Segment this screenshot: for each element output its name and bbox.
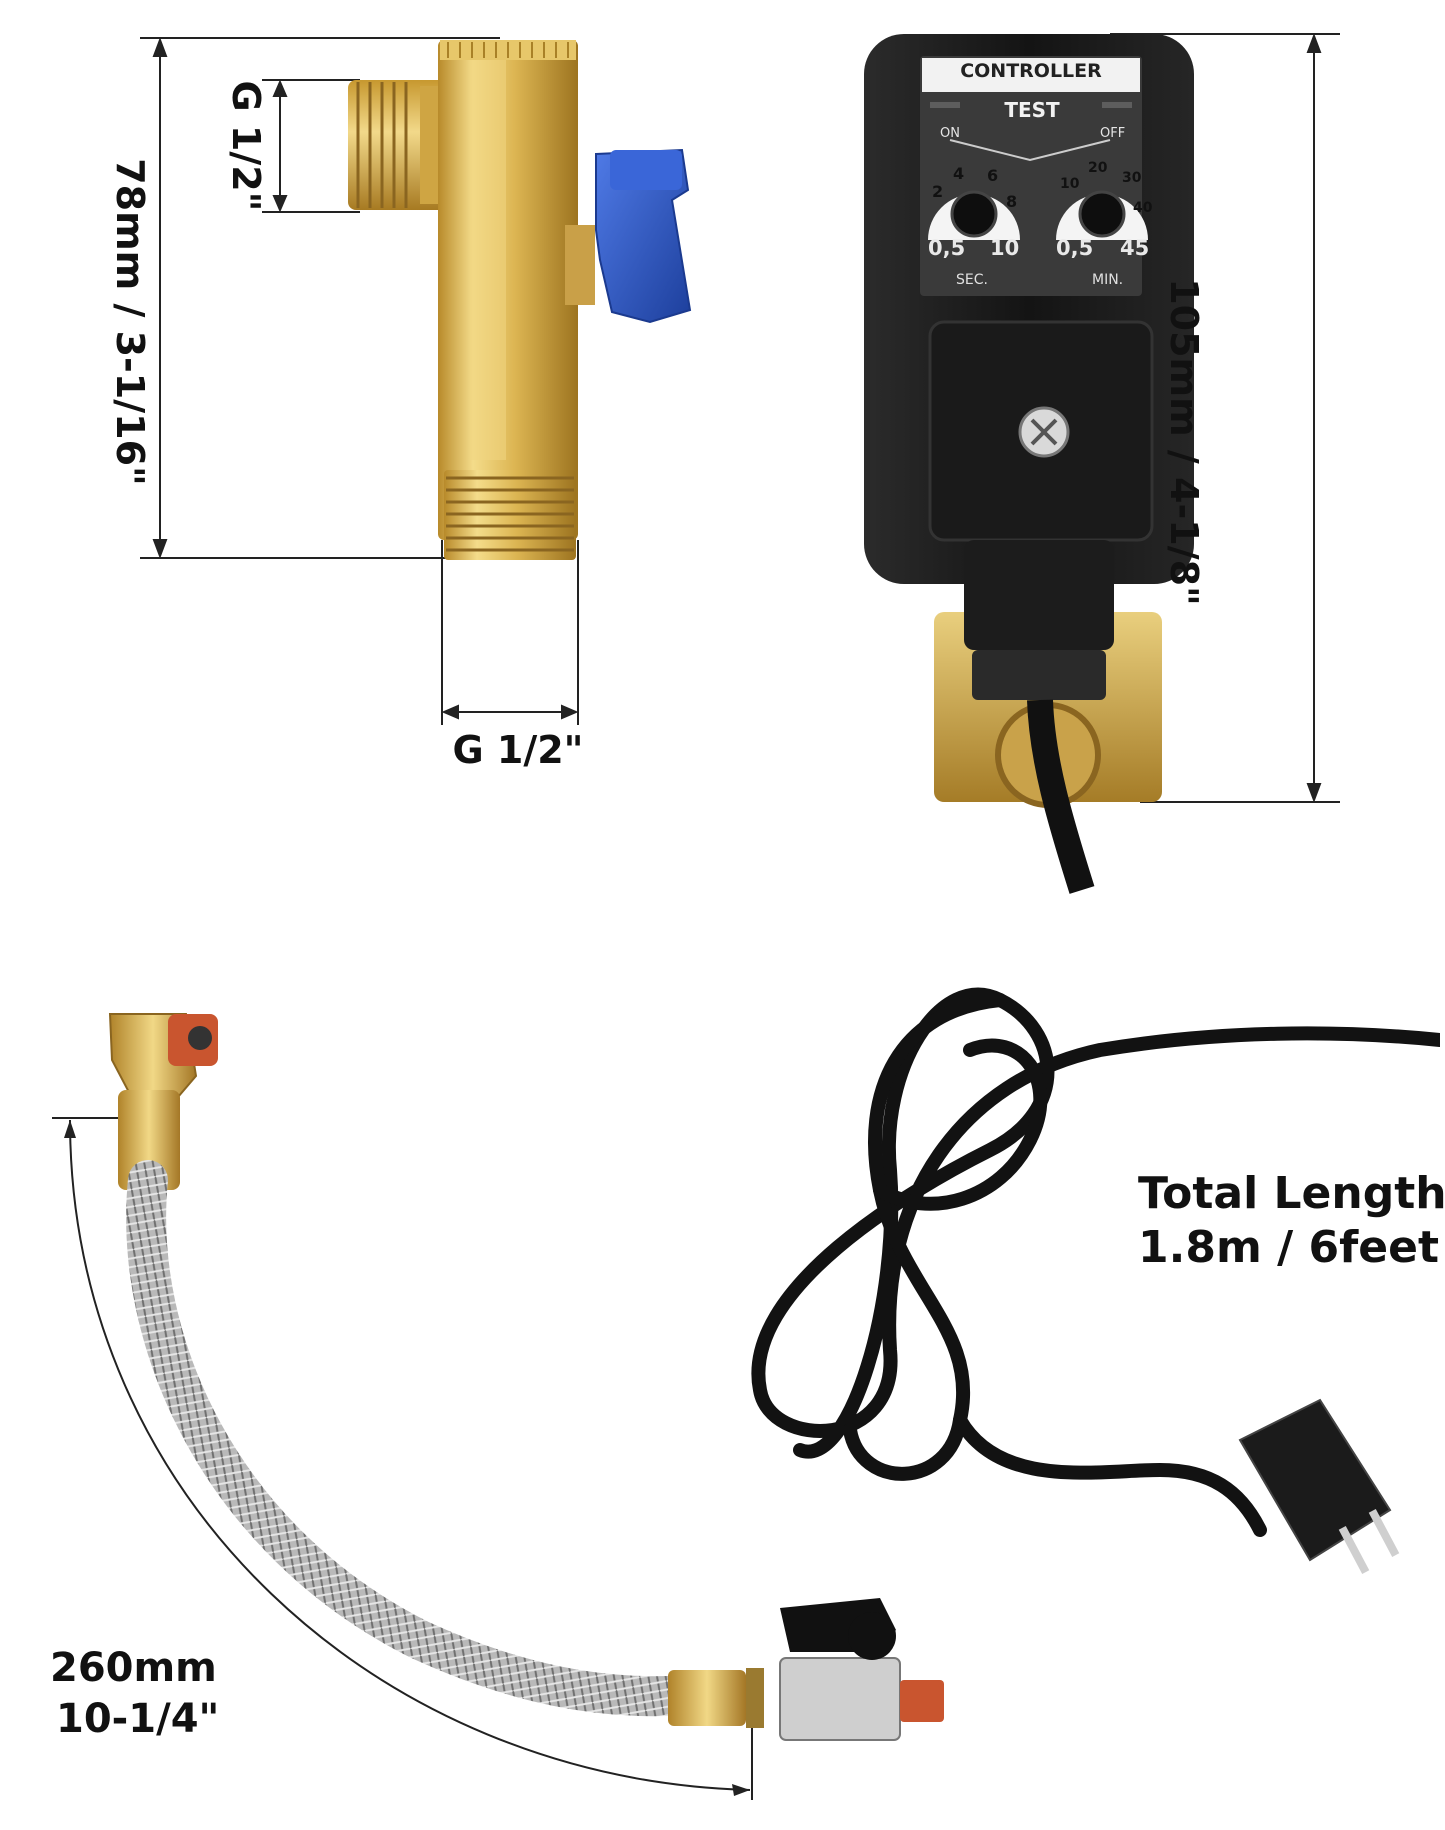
sec-dial-number: 2 [932, 182, 944, 201]
cord-length-line2: 1.8m / 6feet [1138, 1222, 1439, 1273]
cord-length-line1: Total Length [1138, 1168, 1445, 1219]
min-dial-knob [1078, 190, 1126, 238]
controller-off-label: OFF [1100, 126, 1126, 141]
controller-illustration [864, 33, 1340, 894]
braided-hose-illustration [52, 1013, 944, 1800]
brass-valve-illustration [140, 37, 692, 725]
sec-dial-knob [950, 190, 998, 238]
hose-braid [126, 1160, 688, 1717]
controller-height-label: 105mm / 4-1/8" [1162, 278, 1206, 606]
valve-height-label: 78mm / 3-1/16" [108, 158, 152, 486]
controller-on-label: ON [940, 126, 960, 141]
valve-top-thread-label: G 1/2" [224, 80, 268, 212]
min-dial-min: 0,5 [1056, 236, 1094, 260]
valve-body [438, 40, 578, 540]
hose-mini-valve [779, 1657, 901, 1741]
min-dial-number: 30 [1122, 170, 1142, 186]
power-cord-illustration [751, 987, 1440, 1574]
min-dial-max: 45 [1120, 236, 1150, 260]
controller-test-label: TEST [1004, 98, 1060, 122]
hose-length-in: 10-1/4" [56, 1696, 220, 1742]
sec-dial-number: 8 [1006, 192, 1018, 211]
power-cord-plug [1238, 1398, 1392, 1562]
min-dial-unit: MIN. [1092, 272, 1124, 288]
controller-title: CONTROLLER [960, 60, 1102, 82]
sec-dial-min: 0,5 [928, 236, 966, 260]
min-dial-number: 40 [1133, 200, 1153, 216]
valve-height-dimension [140, 37, 579, 725]
sec-dial-unit: SEC. [956, 272, 988, 288]
controller-cable [1027, 699, 1095, 894]
sec-dial-number: 6 [987, 166, 999, 185]
valve-bottom-thread [444, 470, 576, 560]
power-cord-loop [751, 987, 1440, 1459]
valve-bottom-thread-label: G 1/2" [452, 728, 584, 772]
valve-blue-handle [595, 148, 692, 324]
min-dial-number: 20 [1088, 160, 1108, 176]
hose-length-dimension [69, 1119, 751, 1791]
sec-dial-max: 10 [990, 236, 1020, 260]
min-dial-number: 10 [1060, 176, 1080, 192]
hose-length-mm: 260mm [50, 1645, 217, 1691]
sec-dial-number: 4 [953, 164, 965, 183]
